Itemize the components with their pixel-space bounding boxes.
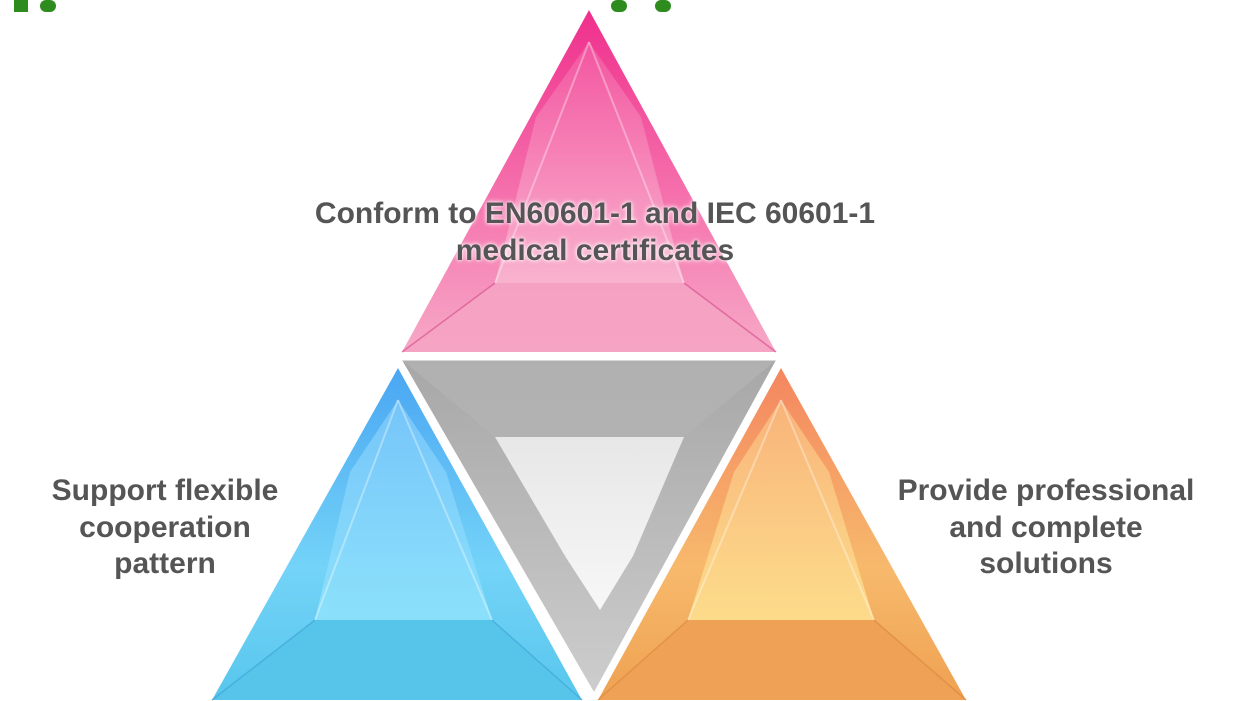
left-segment-edge-base-left [211, 619, 316, 701]
top-segment [401, 10, 777, 353]
left-segment-edge-left [314, 399, 399, 621]
top-segment-base [402, 283, 776, 352]
title-fragment-glyphs [14, 0, 671, 12]
title-fragment [0, 0, 1244, 12]
title-glyph-3 [611, 0, 627, 12]
left-label-line-2: cooperation [79, 510, 251, 544]
left-segment-base [212, 620, 582, 700]
top-segment-edge-left [494, 41, 590, 284]
right-segment-edge-left [687, 399, 782, 621]
right-segment-base [598, 620, 966, 700]
right-segment-label: Provide professional and complete soluti… [848, 473, 1244, 583]
top-label-line-2: medical certificates [455, 233, 735, 267]
right-label-line-1: Provide professional [897, 474, 1195, 507]
top-segment-edge-right [588, 41, 685, 284]
top-label-line-1: Conform to EN60601-1 and IEC 60601-1 [314, 197, 876, 230]
right-label-line-2: and complete [949, 510, 1143, 544]
left-segment [211, 368, 583, 701]
left-label-line-1: Support flexible [51, 474, 279, 507]
left-label-line-3: pattern [114, 547, 216, 581]
left-segment-facet [315, 400, 492, 620]
center-segment-facet [495, 437, 684, 610]
center-segment-rim [402, 360, 776, 437]
left-segment-edge-base-right [491, 619, 583, 701]
right-segment-edge-right [780, 399, 875, 621]
top-segment-facet [495, 42, 684, 283]
right-segment [597, 368, 967, 701]
right-label-line-3: solutions [979, 547, 1113, 581]
top-segment-edge-base-left [401, 282, 496, 353]
left-segment-edge-right [397, 399, 493, 621]
top-segment-edge-base-right [683, 282, 777, 353]
separator-left [397, 360, 596, 700]
top-segment-label: Conform to EN60601-1 and IEC 60601-1 med… [200, 196, 990, 269]
right-segment-facet [688, 400, 874, 620]
title-glyph-1 [14, 0, 28, 12]
title-glyph-2 [40, 0, 56, 12]
right-segment-edge-base-right [873, 619, 967, 701]
title-glyph-4 [655, 0, 671, 12]
separator-right [592, 360, 781, 700]
left-segment-label: Support flexible cooperation pattern [0, 473, 330, 583]
separators [397, 360, 781, 700]
center-segment [402, 355, 776, 692]
right-segment-edge-base-left [597, 619, 689, 701]
